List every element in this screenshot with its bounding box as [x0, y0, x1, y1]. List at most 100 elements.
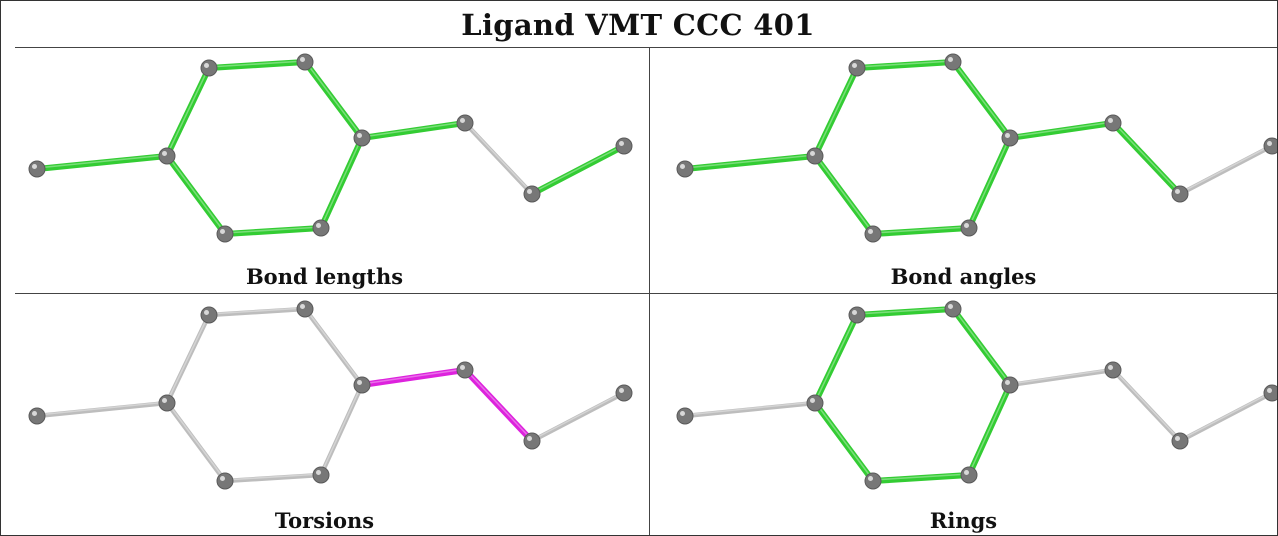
bond-5 [222, 225, 324, 237]
bond-0 [34, 153, 170, 172]
bond-7 [1007, 367, 1116, 388]
bond-0 [682, 400, 818, 419]
panel-bond-lengths: Bond lengths [0, 48, 649, 293]
bond-2 [854, 59, 956, 71]
bond-shine-9 [1179, 391, 1273, 441]
bond-shine-8 [464, 368, 533, 441]
bond-8 [1110, 367, 1183, 444]
bond-4 [966, 382, 1013, 478]
bond-9 [529, 143, 627, 197]
atom-gloss-4 [1005, 133, 1010, 138]
atom-1 [158, 394, 176, 412]
atom-4 [353, 129, 371, 147]
atom-gloss-2 [204, 63, 209, 68]
atom-gloss-5 [316, 470, 321, 475]
atom-5 [960, 466, 978, 484]
bond-shine-8 [1112, 368, 1181, 441]
bond-shine-0 [684, 154, 816, 169]
bond-3 [950, 59, 1013, 141]
atom-2 [848, 306, 866, 324]
bond-shine-4 [968, 136, 1011, 228]
atom-gloss-7 [1108, 365, 1113, 370]
panel-torsions: Torsions [0, 294, 649, 535]
bond-3 [302, 306, 365, 388]
bond-shine-6 [166, 401, 226, 481]
caption-torsions: Torsions [274, 508, 375, 533]
atom-7 [1104, 114, 1122, 132]
figure-title: Ligand VMT CCC 401 [461, 8, 815, 42]
bond-shine-0 [684, 401, 816, 416]
atom-gloss-6 [220, 229, 225, 234]
bond-shine-4 [320, 136, 363, 228]
atom-gloss-0 [680, 164, 685, 169]
bond-shine-2 [856, 307, 954, 315]
bond-shine-3 [304, 60, 363, 138]
atom-gloss-7 [460, 365, 465, 370]
bond-3 [950, 306, 1013, 388]
bond-shine-4 [968, 383, 1011, 475]
atom-0 [676, 407, 694, 425]
bond-shine-1 [814, 313, 858, 403]
atom-gloss-1 [810, 151, 815, 156]
molecule-torsions [28, 300, 633, 490]
molecule-bond-angles [676, 53, 1277, 243]
bond-shine-1 [814, 66, 858, 156]
bond-shine-2 [208, 307, 306, 315]
atom-5 [960, 219, 978, 237]
atom-4 [1001, 376, 1019, 394]
atom-gloss-4 [357, 133, 362, 138]
atom-3 [944, 300, 962, 318]
bond-shine-3 [952, 307, 1011, 385]
atom-7 [456, 361, 474, 379]
bond-4 [318, 382, 365, 478]
atom-1 [158, 147, 176, 165]
caption-rings: Rings [929, 508, 998, 533]
atom-8 [1171, 432, 1189, 450]
bond-shine-5 [872, 226, 970, 234]
atom-3 [944, 53, 962, 71]
atom-5 [312, 219, 330, 237]
atom-gloss-3 [948, 57, 953, 62]
bond-shine-8 [464, 121, 533, 194]
atom-gloss-9 [619, 388, 624, 393]
atom-gloss-7 [1108, 118, 1113, 123]
bond-shine-3 [304, 307, 363, 385]
bond-shine-4 [320, 383, 363, 475]
bond-5 [870, 472, 972, 484]
atom-gloss-6 [220, 476, 225, 481]
atom-1 [806, 394, 824, 412]
atom-8 [523, 432, 541, 450]
atom-gloss-0 [680, 411, 685, 416]
atom-gloss-2 [852, 63, 857, 68]
bond-6 [812, 400, 876, 484]
bond-shine-7 [361, 368, 466, 385]
atom-gloss-4 [357, 380, 362, 385]
atom-0 [28, 160, 46, 178]
bond-2 [206, 306, 308, 318]
bond-5 [870, 225, 972, 237]
atom-7 [1104, 361, 1122, 379]
atom-gloss-9 [619, 141, 624, 146]
atom-gloss-2 [852, 310, 857, 315]
atom-0 [676, 160, 694, 178]
bond-shine-5 [872, 473, 970, 481]
bond-shine-6 [814, 401, 874, 481]
bond-shine-8 [1112, 121, 1181, 194]
atom-gloss-6 [868, 229, 873, 234]
atom-3 [296, 300, 314, 318]
atom-4 [353, 376, 371, 394]
atom-gloss-5 [964, 223, 969, 228]
atom-gloss-4 [1005, 380, 1010, 385]
atom-2 [200, 59, 218, 77]
atom-6 [216, 225, 234, 243]
bond-0 [34, 400, 170, 419]
atom-7 [456, 114, 474, 132]
bond-1 [812, 312, 860, 406]
atom-4 [1001, 129, 1019, 147]
atom-3 [296, 53, 314, 71]
atom-8 [523, 185, 541, 203]
atom-gloss-3 [300, 304, 305, 309]
bond-shine-3 [952, 60, 1011, 138]
atom-gloss-0 [32, 164, 37, 169]
atom-9 [615, 384, 633, 402]
